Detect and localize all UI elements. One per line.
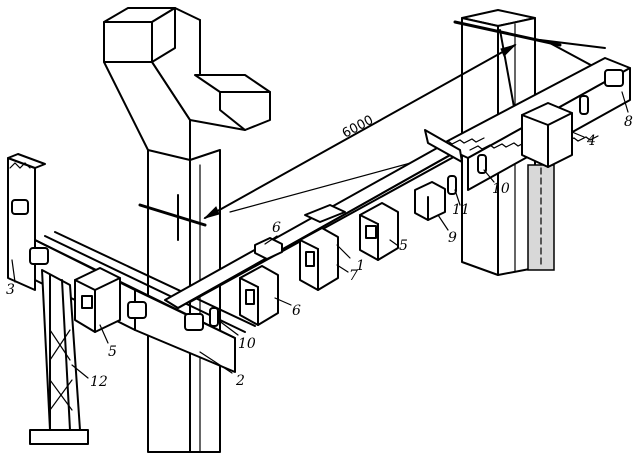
callout-9: 9	[448, 230, 457, 246]
left-building-column	[103, 7, 271, 453]
dimension-label: 6000	[340, 113, 376, 142]
leader-lines	[11, 91, 629, 379]
callout-2: 2	[235, 373, 245, 389]
callout-6-top: 6	[272, 220, 281, 236]
callout-1: 1	[356, 258, 365, 274]
callout-labels: 1 2 3 4 5 5 6 6 7 8 9 10 10 11 12	[6, 114, 633, 390]
callout-11: 11	[452, 202, 470, 218]
callout-10-right: 10	[492, 181, 510, 197]
callout-10-left: 10	[238, 336, 256, 352]
callout-3: 3	[6, 282, 15, 298]
callout-4: 4	[586, 133, 596, 149]
callout-6-bottom: 6	[292, 303, 301, 319]
tray-devices	[74, 95, 589, 333]
support-stand	[29, 269, 89, 445]
callout-5-left: 5	[108, 344, 117, 360]
callout-8: 8	[624, 114, 633, 130]
callout-12: 12	[90, 374, 108, 390]
callout-7: 7	[349, 268, 358, 284]
callout-5-right: 5	[399, 238, 408, 254]
